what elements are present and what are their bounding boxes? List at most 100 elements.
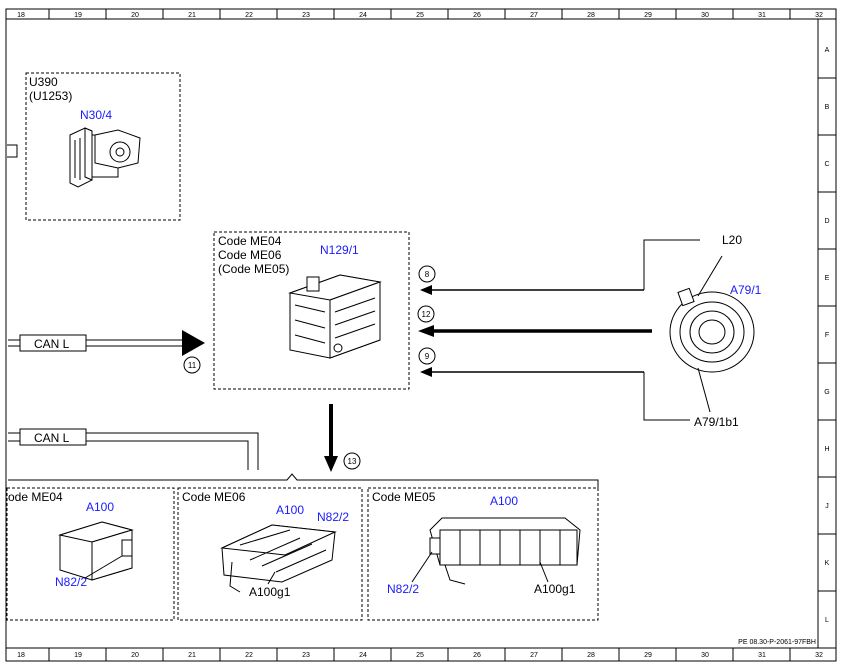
top-ruler-label: 22 <box>245 12 253 19</box>
left-edge-connector <box>7 144 18 158</box>
can-lower-line-b <box>8 440 249 470</box>
marker-13-label: 13 <box>348 457 357 466</box>
bottom-right-module <box>411 517 581 585</box>
bottom-ruler-label: 23 <box>302 652 310 659</box>
right-ruler-label: E <box>825 275 830 282</box>
n129-box <box>213 231 410 390</box>
bottom-right-n82: N82/2 <box>387 582 419 596</box>
right-ruler-label: H <box>824 446 829 453</box>
bottom-left-n82: N82/2 <box>55 575 87 589</box>
bottom-right-box <box>367 487 599 621</box>
right-ruler-label: C <box>824 161 829 168</box>
a79-1-label: A79/1 <box>730 283 762 297</box>
bottom-mid-module <box>220 524 337 593</box>
center-part-label: N129/1 <box>320 243 359 257</box>
bottom-ruler-label: 27 <box>530 652 538 659</box>
u390-title: U390 <box>29 75 58 89</box>
marker-11 <box>183 356 201 374</box>
bottom-right-a100g1: A100g1 <box>534 582 576 596</box>
bottom-mid-box <box>177 487 363 621</box>
top-ruler-label: 18 <box>17 12 25 19</box>
right-ruler-label: J <box>825 503 829 510</box>
can-lower-label: CAN L <box>34 431 70 445</box>
top-ruler-label: 30 <box>701 12 709 19</box>
l20-label: L20 <box>722 233 742 247</box>
top-ruler-label: 26 <box>473 12 481 19</box>
bottom-ruler-label: 24 <box>359 652 367 659</box>
arrow-head-12 <box>418 325 434 337</box>
bottom-ruler-label: 18 <box>17 652 25 659</box>
bottom-mid-a100g1: A100g1 <box>249 585 291 599</box>
can-lower-box <box>19 428 87 446</box>
bottom-mid-a100: A100 <box>276 503 304 517</box>
top-ruler-label: 25 <box>416 12 424 19</box>
can-upper-label: CAN L <box>34 337 70 351</box>
top-ruler-label: 23 <box>302 12 310 19</box>
top-ruler-label: 19 <box>74 12 82 19</box>
diagram-frame <box>5 8 837 662</box>
u390-part-label: N30/4 <box>80 108 112 122</box>
bottom-right-code: Code ME05 <box>372 490 436 504</box>
bottom-ruler-label: 26 <box>473 652 481 659</box>
top-ruler-label: 27 <box>530 12 538 19</box>
u390-subtitle: (U1253) <box>29 89 72 103</box>
bottom-left-code: ode ME04 <box>8 490 63 504</box>
marker-12-label: 12 <box>422 310 431 319</box>
marker-12 <box>417 305 435 323</box>
right-ruler-label: F <box>825 332 829 339</box>
center-code-2: Code ME06 <box>218 248 282 262</box>
l20-lead <box>643 239 700 290</box>
bottom-left-module <box>58 521 134 581</box>
top-ruler-label: 31 <box>758 12 766 19</box>
top-ruler-label: 24 <box>359 12 367 19</box>
bottom-ruler-label: 29 <box>644 652 652 659</box>
bottom-ruler-label: 20 <box>131 652 139 659</box>
bottom-ruler-label: 19 <box>74 652 82 659</box>
n129-1-module <box>288 274 382 359</box>
marker-8-label: 8 <box>425 270 430 279</box>
center-code-3: (Code ME05) <box>218 262 289 276</box>
u390-box <box>25 72 181 221</box>
can-lower-line-a <box>8 432 259 470</box>
right-ruler-label: K <box>825 560 830 567</box>
top-ruler-label: 29 <box>644 12 652 19</box>
drawing-reference: PE 08.30-P-2061-97FBH <box>738 639 816 646</box>
bottom-left-box <box>6 487 175 621</box>
top-ruler-label: 28 <box>587 12 595 19</box>
top-ruler-label: 21 <box>188 12 196 19</box>
can-upper-arrow <box>182 330 205 356</box>
right-ruler-label: G <box>824 389 829 396</box>
a79-1-coil <box>669 255 755 413</box>
bottom-ruler-label: 31 <box>758 652 766 659</box>
arrow-13-head <box>324 456 338 472</box>
marker-8 <box>418 265 436 283</box>
arrow-head-8 <box>420 285 432 295</box>
bottom-ruler-label: 22 <box>245 652 253 659</box>
bottom-ruler-label: 30 <box>701 652 709 659</box>
arrow-head-9 <box>420 367 432 377</box>
center-code-1: Code ME04 <box>218 234 282 248</box>
marker-9 <box>418 347 436 365</box>
right-ruler-label: D <box>824 218 829 225</box>
bottom-ruler-label: 25 <box>416 652 424 659</box>
marker-9-label: 9 <box>425 352 430 361</box>
right-ruler-label: L <box>825 617 829 624</box>
a79-1b1-lead <box>643 372 690 421</box>
can-upper-box <box>19 334 87 352</box>
a79-1b1-label: A79/1b1 <box>694 415 739 429</box>
right-ruler: A B C D E F G H J K L <box>818 47 836 624</box>
bottom-mid-n82: N82/2 <box>317 510 349 524</box>
marker-11-label: 11 <box>188 361 197 370</box>
bottom-mid-code: Code ME06 <box>182 490 246 504</box>
marker-13 <box>343 452 361 470</box>
right-ruler-label: A <box>825 47 830 54</box>
n30-4-module <box>69 127 141 188</box>
right-ruler-label: B <box>825 104 830 111</box>
top-ruler-label: 20 <box>131 12 139 19</box>
group-bracket <box>8 473 599 488</box>
bottom-ruler-label: 28 <box>587 652 595 659</box>
bottom-left-a100: A100 <box>86 500 114 514</box>
